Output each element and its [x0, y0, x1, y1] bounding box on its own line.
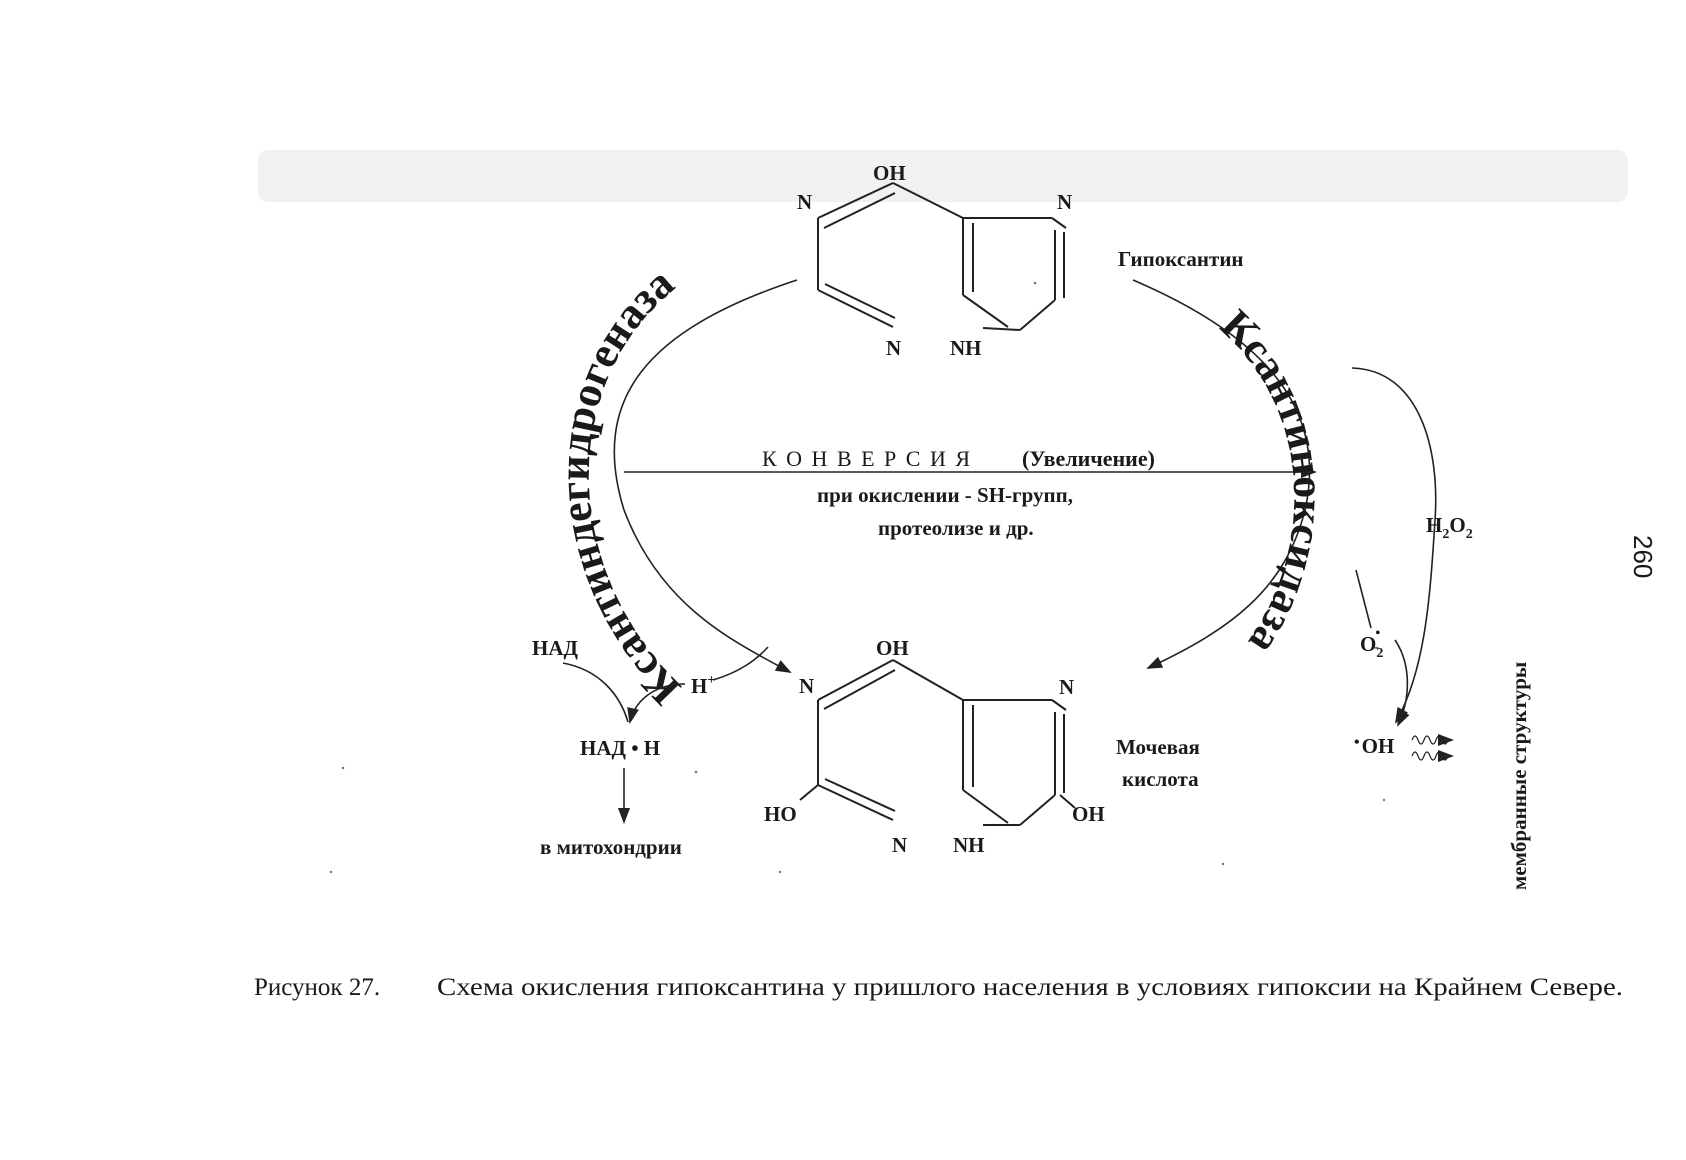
nadh-label: НАД • Н	[580, 736, 660, 760]
uric-acid-n1-label: N	[799, 674, 814, 698]
dehydrogenase-pathway-arrow	[613, 279, 798, 673]
nad-to-nadh-curve	[562, 662, 629, 723]
uric-acid-ho-label: HO	[764, 802, 797, 826]
uric-acid-name-line2: кислота	[1122, 767, 1199, 791]
uric-acid-name-line1: Мочевая	[1116, 735, 1200, 759]
hypoxanthine-n3-label: N	[886, 336, 901, 360]
h2o2-label: H2O2	[1426, 513, 1473, 542]
h-plus-release-arrow	[712, 646, 769, 681]
superoxide-label: O2•-	[1360, 626, 1383, 661]
page-number: 260	[1628, 535, 1658, 578]
scan-specks	[329, 281, 1386, 874]
uric-acid-oh-top-label: OH	[876, 636, 909, 660]
xanthine-oxidase-label: Ксантиноксидаза	[1212, 300, 1334, 663]
scan-smear	[258, 150, 1628, 202]
oxidase-to-h2o2-curve	[1351, 367, 1437, 724]
uric-acid-n7-label: N	[1059, 675, 1074, 699]
uric-acid-structure: OH N N HO OH N NH	[764, 636, 1105, 857]
conversion-line3: протеолизе и др.	[878, 516, 1034, 540]
figure-label: Рисунок 27.	[254, 974, 380, 1001]
h-plus-to-nadh-curve	[627, 683, 686, 724]
conversion-increase: (Увеличение)	[1022, 446, 1155, 471]
uric-acid-n3-label: N	[892, 833, 907, 857]
hypoxanthine-name: Гипоксантин	[1118, 247, 1244, 271]
conversion-title: К О Н В Е Р С И Я	[762, 446, 972, 471]
figure-caption: Схема окисления гипоксантина у пришлого …	[437, 974, 1623, 1001]
membrane-attack-arrows	[1411, 734, 1454, 762]
hypoxanthine-oh-label: OH	[873, 161, 906, 185]
hypoxanthine-nh9-label: NH	[950, 336, 982, 360]
uric-acid-nh9-label: NH	[953, 833, 985, 857]
uric-acid-oh-right-label: OH	[1072, 802, 1105, 826]
hypoxanthine-n1-label: N	[797, 190, 812, 214]
hypoxanthine-n7-label: N	[1057, 190, 1072, 214]
oxidase-pathway-arrow	[1132, 279, 1311, 669]
hypoxanthine-structure: OH N N N NH	[797, 161, 1072, 360]
nad-label: НАД	[532, 636, 579, 660]
membrane-structures-label: мембранные структуры	[1507, 662, 1531, 890]
conversion-line2: при окислении - SH-групп,	[817, 483, 1073, 507]
h-plus-label: H+	[691, 673, 715, 698]
mitochondria-label: в митохондрии	[540, 835, 682, 859]
hydroxyl-radical-label: •OH	[1354, 734, 1394, 758]
superoxide-to-hydroxyl-curve	[1394, 639, 1410, 727]
oxidase-to-superoxide-line	[1355, 569, 1372, 629]
